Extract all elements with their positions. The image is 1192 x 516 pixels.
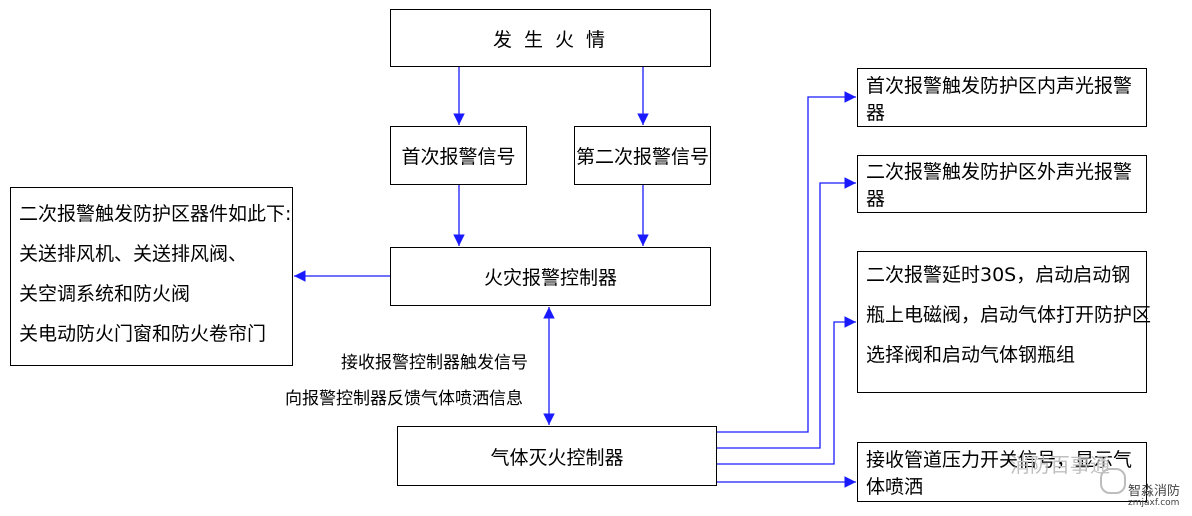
node-gas-extinguish-panel-label: 气体灭火控制器 [490,446,624,469]
node-first-alarm-label: 首次报警信号 [401,146,516,168]
watermark-url: zmjaxf.com [1128,498,1180,508]
watermark-text: 消防百事通 [1010,453,1110,477]
node-fire-alarm-panel: 火灾报警控制器 [390,247,711,306]
release-line-1: 二次报警延时30S，启动启动钢 [866,264,1131,286]
devices-line-3: 关空调系统和防火阀 [19,283,191,305]
link-label-feedback: 向报警控制器反馈气体喷洒信息 [285,389,523,409]
devices-line-1: 二次报警触发防护区器件如此下: [19,203,292,225]
node-pressure-switch-label: 接收管道压力开关信号，显示气体喷洒 [866,449,1133,498]
arrow-gas-to-right-3 [717,316,856,465]
node-first-alarm: 首次报警信号 [390,126,527,185]
node-inner-alarm: 首次报警触发防护区内声光报警器 [857,68,1147,127]
node-fire-occurs-label: 发 生 火 情 [492,28,609,51]
arrow-gas-to-right-2 [717,177,856,449]
arrow-gas-to-right-1 [717,91,856,433]
node-fire-alarm-panel-label: 火灾报警控制器 [483,267,617,289]
devices-line-2: 关送排风机、关送排风阀、 [19,243,248,265]
node-outer-alarm-label: 二次报警触发防护区外声光报警器 [866,161,1133,210]
node-second-alarm-label: 第二次报警信号 [575,146,709,168]
devices-line-4: 关电动防火门窗和防火卷帘门 [19,323,267,345]
release-line-3: 选择阀和启动气体钢瓶组 [866,344,1076,366]
node-pressure-switch: 接收管道压力开关信号，显示气体喷洒 [857,442,1147,502]
watermark-logo-icon [1100,468,1126,494]
node-second-alarm: 第二次报警信号 [574,126,711,185]
node-gas-extinguish-panel: 气体灭火控制器 [397,426,717,486]
watermark-brand: 智淼消防 [1128,484,1181,499]
release-line-2: 瓶上电磁阀，启动气体打开防护区 [866,304,1152,326]
node-second-alarm-devices: 二次报警触发防护区器件如此下: 关送排风机、关送排风阀、 关空调系统和防火阀 关… [10,187,293,366]
node-outer-alarm: 二次报警触发防护区外声光报警器 [857,155,1147,213]
node-fire-occurs: 发 生 火 情 [390,9,711,67]
link-label-receive: 接收报警控制器触发信号 [341,353,528,373]
node-delay-release: 二次报警延时30S，启动启动钢 瓶上电磁阀，启动气体打开防护区 选择阀和启动气体… [857,251,1152,393]
node-inner-alarm-label: 首次报警触发防护区内声光报警器 [866,74,1133,124]
